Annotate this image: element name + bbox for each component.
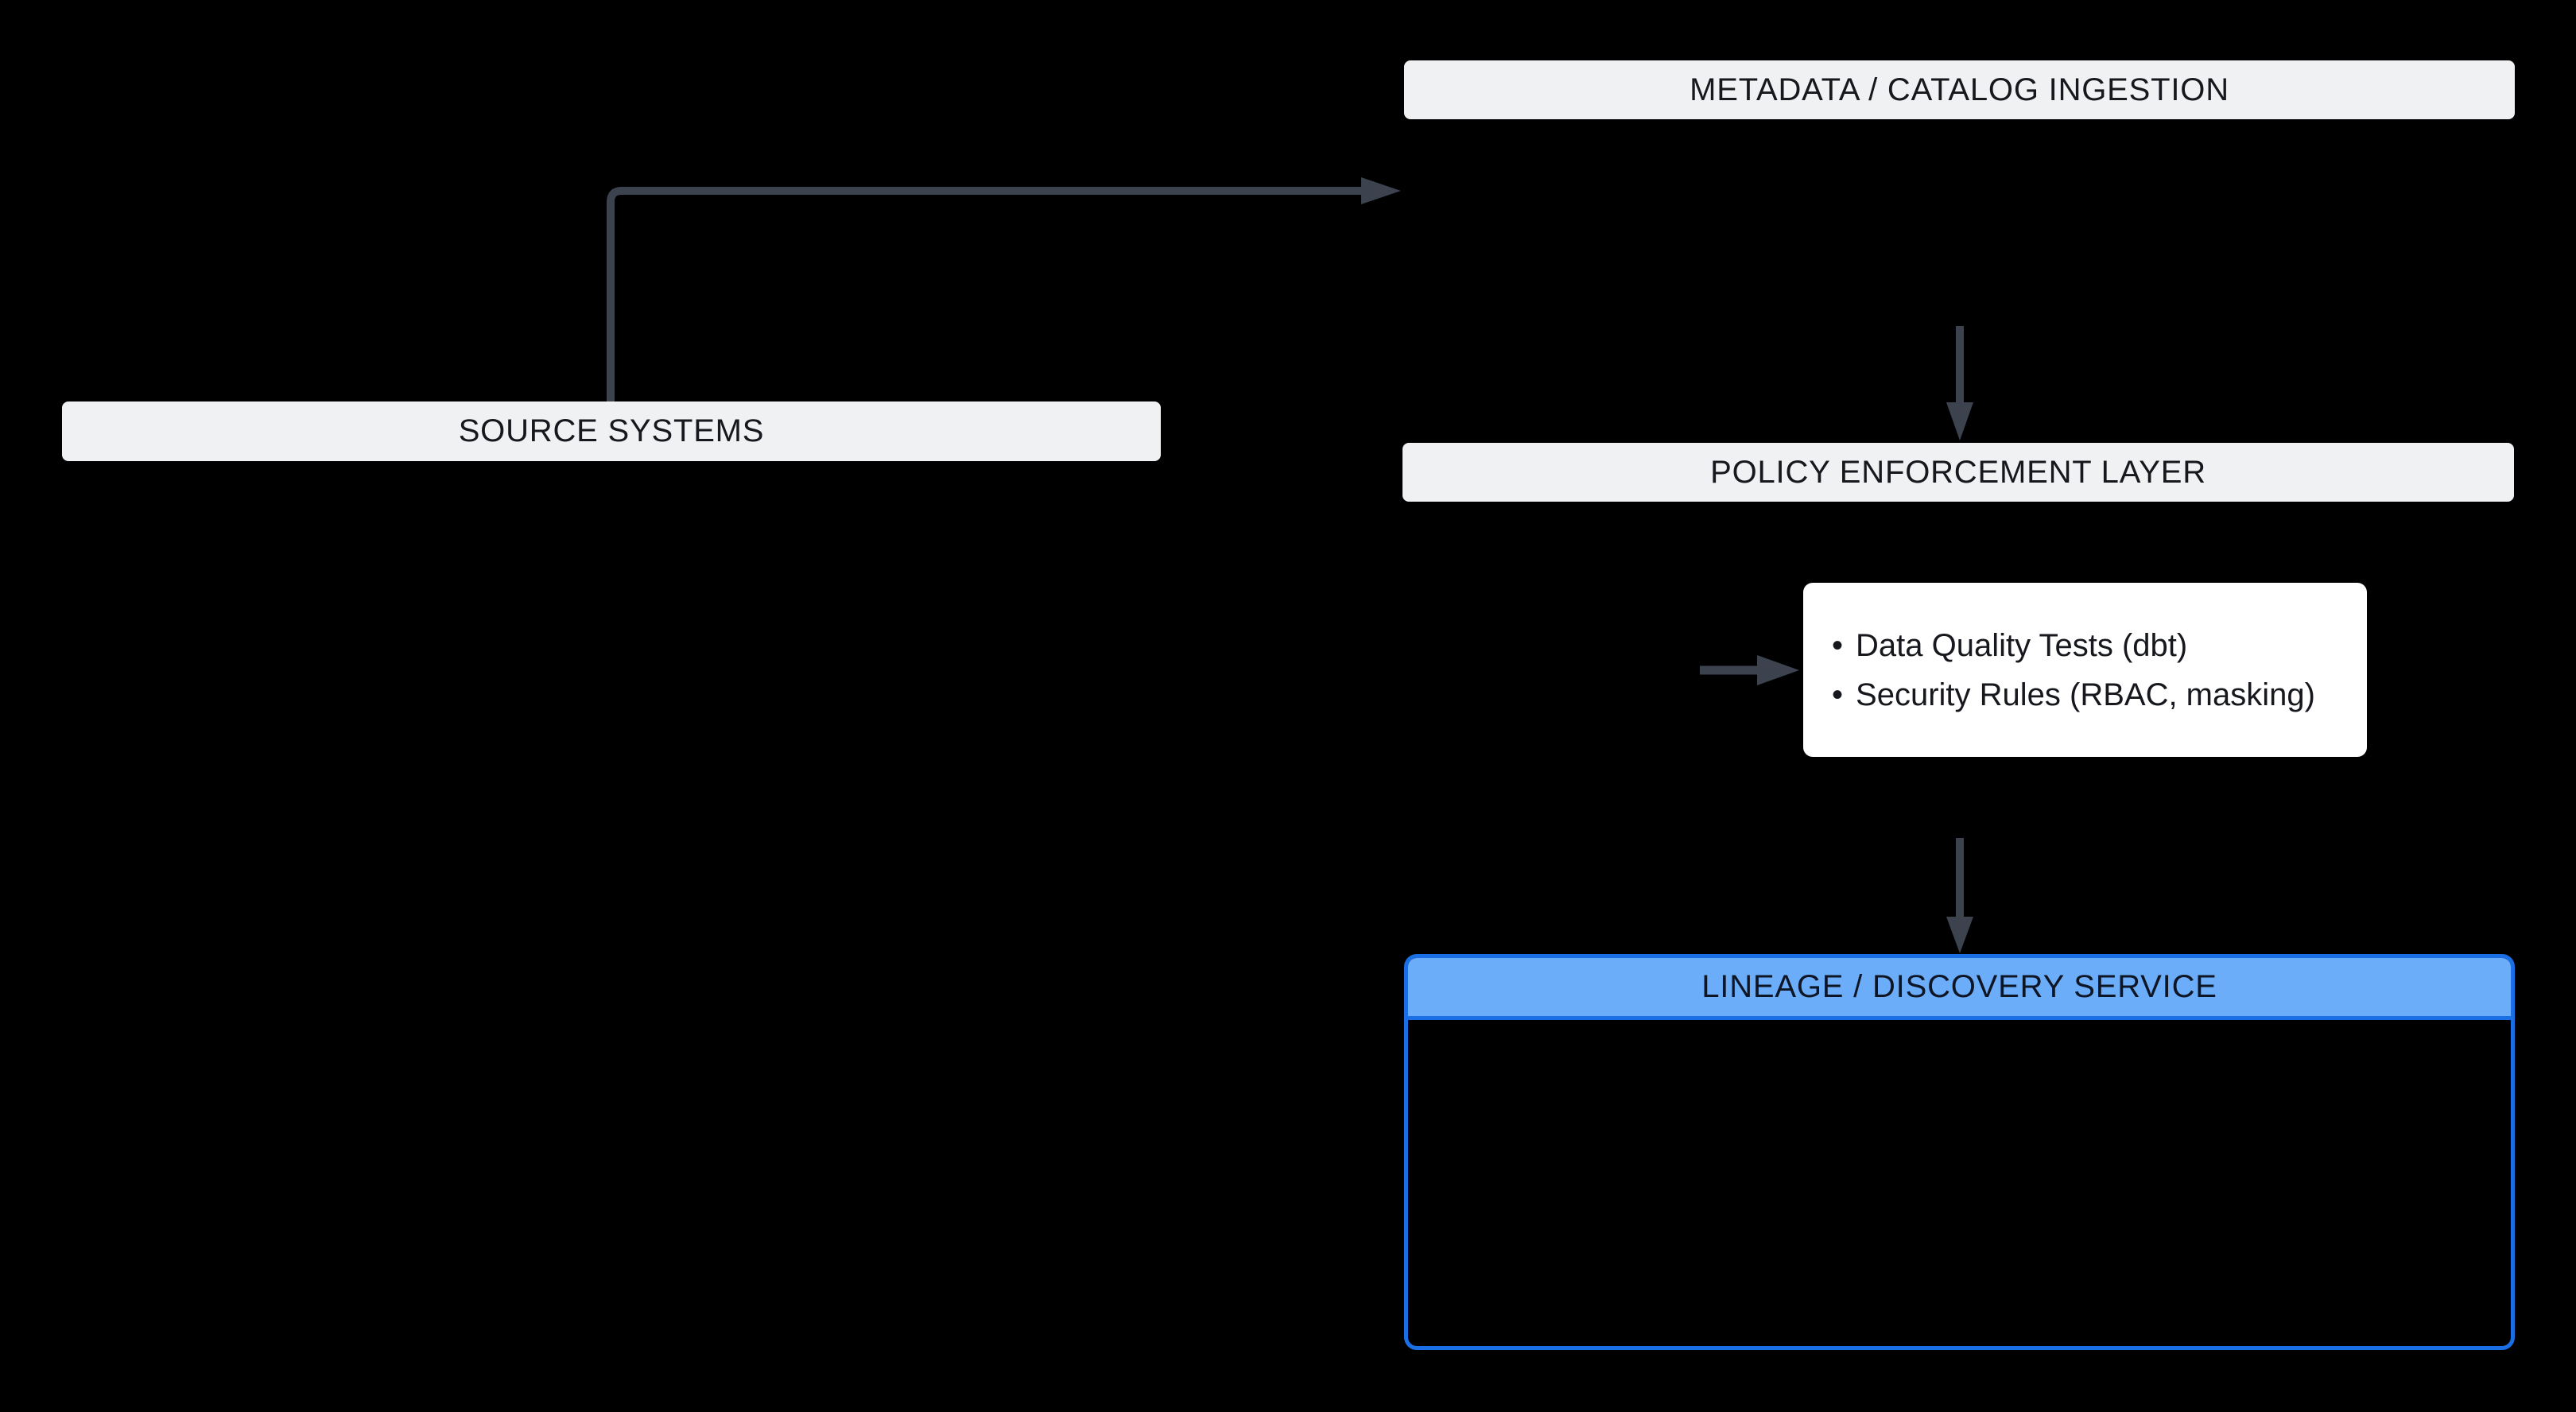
node-label: LINEAGE / DISCOVERY SERVICE [1701,969,2217,1004]
node-policy-enforcement-layer[interactable]: POLICY ENFORCEMENT LAYER [1402,443,2514,502]
bullet-icon: • [1832,677,1844,712]
rule-item: • Data Quality Tests (dbt) [1832,621,2367,670]
arrow-rules-to-lineage [1946,838,1973,953]
rule-item: • Security Rules (RBAC, masking) [1832,670,2367,720]
arrow-metadata-to-policy [1946,326,1973,440]
node-metadata-catalog-ingestion[interactable]: METADATA / CATALOG INGESTION [1404,60,2515,119]
node-label: METADATA / CATALOG INGESTION [1690,72,2229,107]
node-label: SOURCE SYSTEMS [458,413,765,448]
lineage-discovery-header: LINEAGE / DISCOVERY SERVICE [1408,958,2511,1020]
node-label: POLICY ENFORCEMENT LAYER [1710,454,2206,490]
node-lineage-discovery-service[interactable]: LINEAGE / DISCOVERY SERVICE [1404,954,2515,1350]
rule-item-label: Security Rules (RBAC, masking) [1856,677,2315,712]
rule-item-label: Data Quality Tests (dbt) [1856,627,2188,663]
node-source-systems[interactable]: SOURCE SYSTEMS [62,401,1161,461]
arrow-into-rules-card [1700,655,1799,685]
elbow-arrow-source-to-metadata [607,177,1401,401]
node-rules-card[interactable]: • Data Quality Tests (dbt) • Security Ru… [1803,583,2367,757]
bullet-icon: • [1832,627,1844,663]
